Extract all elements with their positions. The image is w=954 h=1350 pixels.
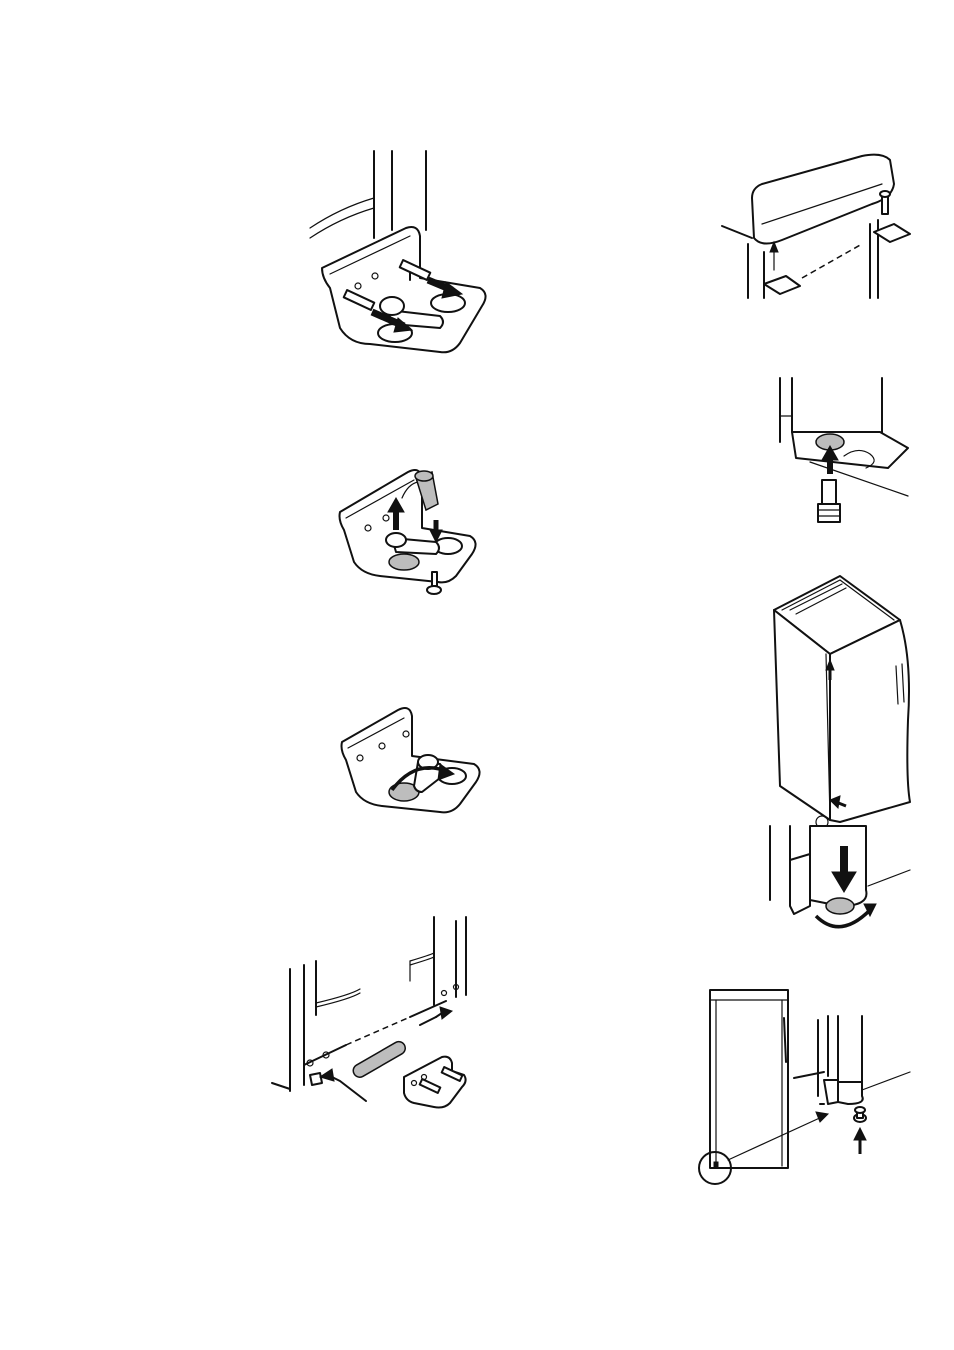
refrigerator-icon	[774, 576, 910, 822]
hinge-bracket-icon	[404, 1057, 466, 1108]
hinge-pin-icon	[818, 480, 840, 522]
refrigerator-icon	[710, 990, 788, 1168]
arrow-icon	[854, 1128, 866, 1154]
foot-icon	[854, 1107, 866, 1122]
hinge-rotate-illustration	[336, 700, 486, 825]
door-reinstall-illustration	[760, 570, 920, 945]
cabinet-bracket-transfer-illustration	[270, 915, 480, 1115]
top-cover-removal-illustration	[722, 148, 922, 300]
hinge-pin-insert-illustration	[770, 376, 910, 531]
screw-icon	[880, 191, 890, 214]
hinge-pin-removal-illustration	[330, 458, 480, 603]
hinge-unscrew-illustration	[300, 148, 490, 363]
foot-adjust-illustration	[698, 986, 913, 1186]
